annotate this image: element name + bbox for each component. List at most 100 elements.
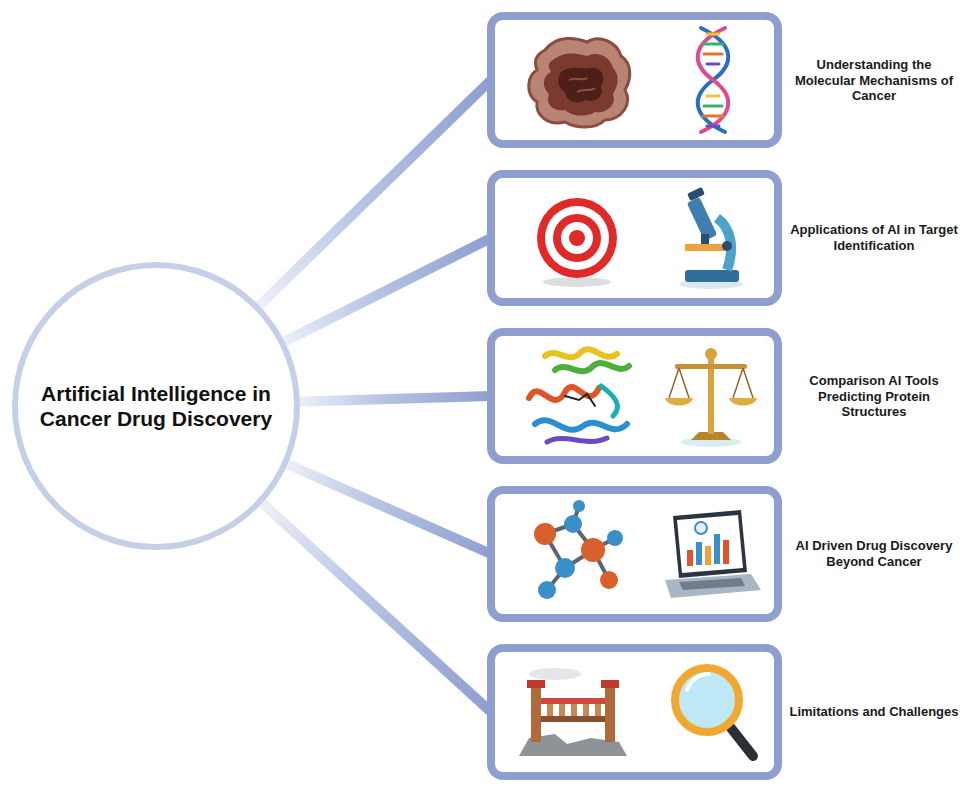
bridge-icon-part-part [559, 704, 565, 716]
protein-ribbon-icon-part [545, 349, 617, 357]
laptop-icon-part [723, 540, 729, 564]
connector-line [296, 396, 491, 402]
scales-icon-part [669, 368, 679, 398]
connector-line [281, 238, 491, 343]
topic-box: AI Driven Drug Discovery Beyond Cancer [487, 486, 782, 622]
bridge-icon-part [527, 680, 545, 688]
dna-icon-part [707, 63, 719, 66]
protein-ribbon-icon-part [555, 363, 629, 371]
connector-line [256, 80, 491, 308]
dna-icon-part [698, 28, 728, 132]
target-icon-part [553, 214, 601, 262]
bridge-icon-part [605, 686, 615, 742]
target-icon-part [545, 206, 609, 270]
bridge-icon-part-part [547, 704, 553, 716]
tumor-icon-part [569, 78, 595, 92]
dna-icon [698, 28, 728, 132]
dna-icon-part [704, 53, 722, 56]
protein-ribbon-icon-part [547, 438, 607, 442]
dna-icon-part [707, 125, 719, 128]
dna-icon-part [703, 115, 723, 118]
molecule-icon-part [573, 500, 585, 512]
dna-icon-part [707, 33, 719, 36]
protein-ribbon-icon-part [535, 420, 627, 430]
microscope-icon-part [685, 244, 725, 251]
bridge-icon-part [541, 698, 605, 704]
bridge-icon-part [529, 668, 581, 680]
topic-label: Comparison AI Tools Predicting Protein S… [786, 373, 962, 420]
topic-label: Limitations and Challenges [786, 704, 962, 720]
molecule-icon-part [581, 538, 605, 562]
topic-label: Applications of AI in Target Identificat… [786, 222, 962, 253]
laptop-icon-part [695, 522, 707, 534]
magnifier-icon-part [675, 668, 739, 732]
laptop-icon-part [705, 546, 711, 565]
scales-icon-part [733, 368, 743, 398]
magnifier-icon-part [731, 728, 753, 756]
connector-line [284, 463, 491, 554]
dna-icon-part [707, 95, 719, 98]
topic-box: Limitations and Challenges [487, 644, 782, 780]
molecule-icon-part [534, 523, 556, 545]
laptop-icon-part [696, 542, 702, 565]
target-icon-part [569, 230, 585, 246]
dna-icon-part [704, 105, 722, 108]
bridge-icon-part [531, 686, 541, 742]
microscope-icon-part [685, 270, 739, 282]
bridge-icon-part-part [583, 704, 589, 716]
target-icon [537, 198, 617, 287]
magnifier-icon-part [687, 674, 709, 690]
topic-box: Comparison AI Tools Predicting Protein S… [487, 328, 782, 464]
target-icon-part [561, 222, 593, 254]
scales-icon-part [743, 368, 753, 398]
connector-line [259, 500, 491, 712]
microscope-icon-part [687, 187, 705, 201]
target-icon-part [537, 198, 617, 278]
bridge-icon-part-part [595, 704, 601, 716]
laptop-icon-part [714, 534, 720, 564]
bridge-icon-part [541, 716, 605, 722]
laptop-icon-part [673, 510, 747, 578]
molecule-icon-part [600, 571, 618, 589]
tumor-icon-part [558, 68, 603, 103]
target-icons [495, 178, 774, 298]
protein-icons [495, 336, 774, 456]
bridge-icon-part [547, 704, 601, 716]
hub-title: Artificial Intelligence in Cancer Drug D… [37, 381, 275, 431]
topic-label: AI Driven Drug Discovery Beyond Cancer [786, 538, 962, 569]
challenge-icons [495, 652, 774, 772]
tumor-icon-part [529, 38, 630, 127]
microscope-icon [679, 187, 743, 289]
laptop-icon-part [677, 515, 743, 573]
protein-ribbon-icon [529, 349, 629, 442]
molecule-icon [534, 500, 623, 599]
scales-icon-part [708, 358, 714, 434]
target-icon-part [543, 277, 611, 287]
molecule-icons [495, 494, 774, 614]
molecule-icon-part [564, 515, 582, 533]
molecule-icon-part [555, 558, 575, 578]
hub-circle: Artificial Intelligence in Cancer Drug D… [12, 262, 300, 550]
laptop-icon-part [665, 574, 761, 598]
bridge-icon [519, 668, 627, 756]
laptop-icon-part [687, 550, 693, 566]
scales-icon [665, 348, 757, 447]
molecule-icon-part [538, 581, 556, 599]
dna-icon-part [698, 28, 728, 132]
tumor-icon [529, 38, 630, 127]
topic-box: Understanding the Molecular Mechanisms o… [487, 12, 782, 148]
topic-label: Understanding the Molecular Mechanisms o… [786, 57, 962, 104]
mechanism-icons [495, 20, 774, 140]
dna-icon-part [703, 43, 723, 46]
bridge-icon-part-part [571, 704, 577, 716]
scales-icon-part [679, 368, 689, 398]
protein-ribbon-icon-part [565, 394, 595, 406]
scales-icon-part [675, 364, 747, 369]
laptop-icon [665, 510, 761, 598]
scales-icon-part [665, 398, 693, 406]
bridge-icon-part [601, 680, 619, 688]
scales-icon-part [729, 398, 757, 406]
topic-box: Applications of AI in Target Identificat… [487, 170, 782, 306]
